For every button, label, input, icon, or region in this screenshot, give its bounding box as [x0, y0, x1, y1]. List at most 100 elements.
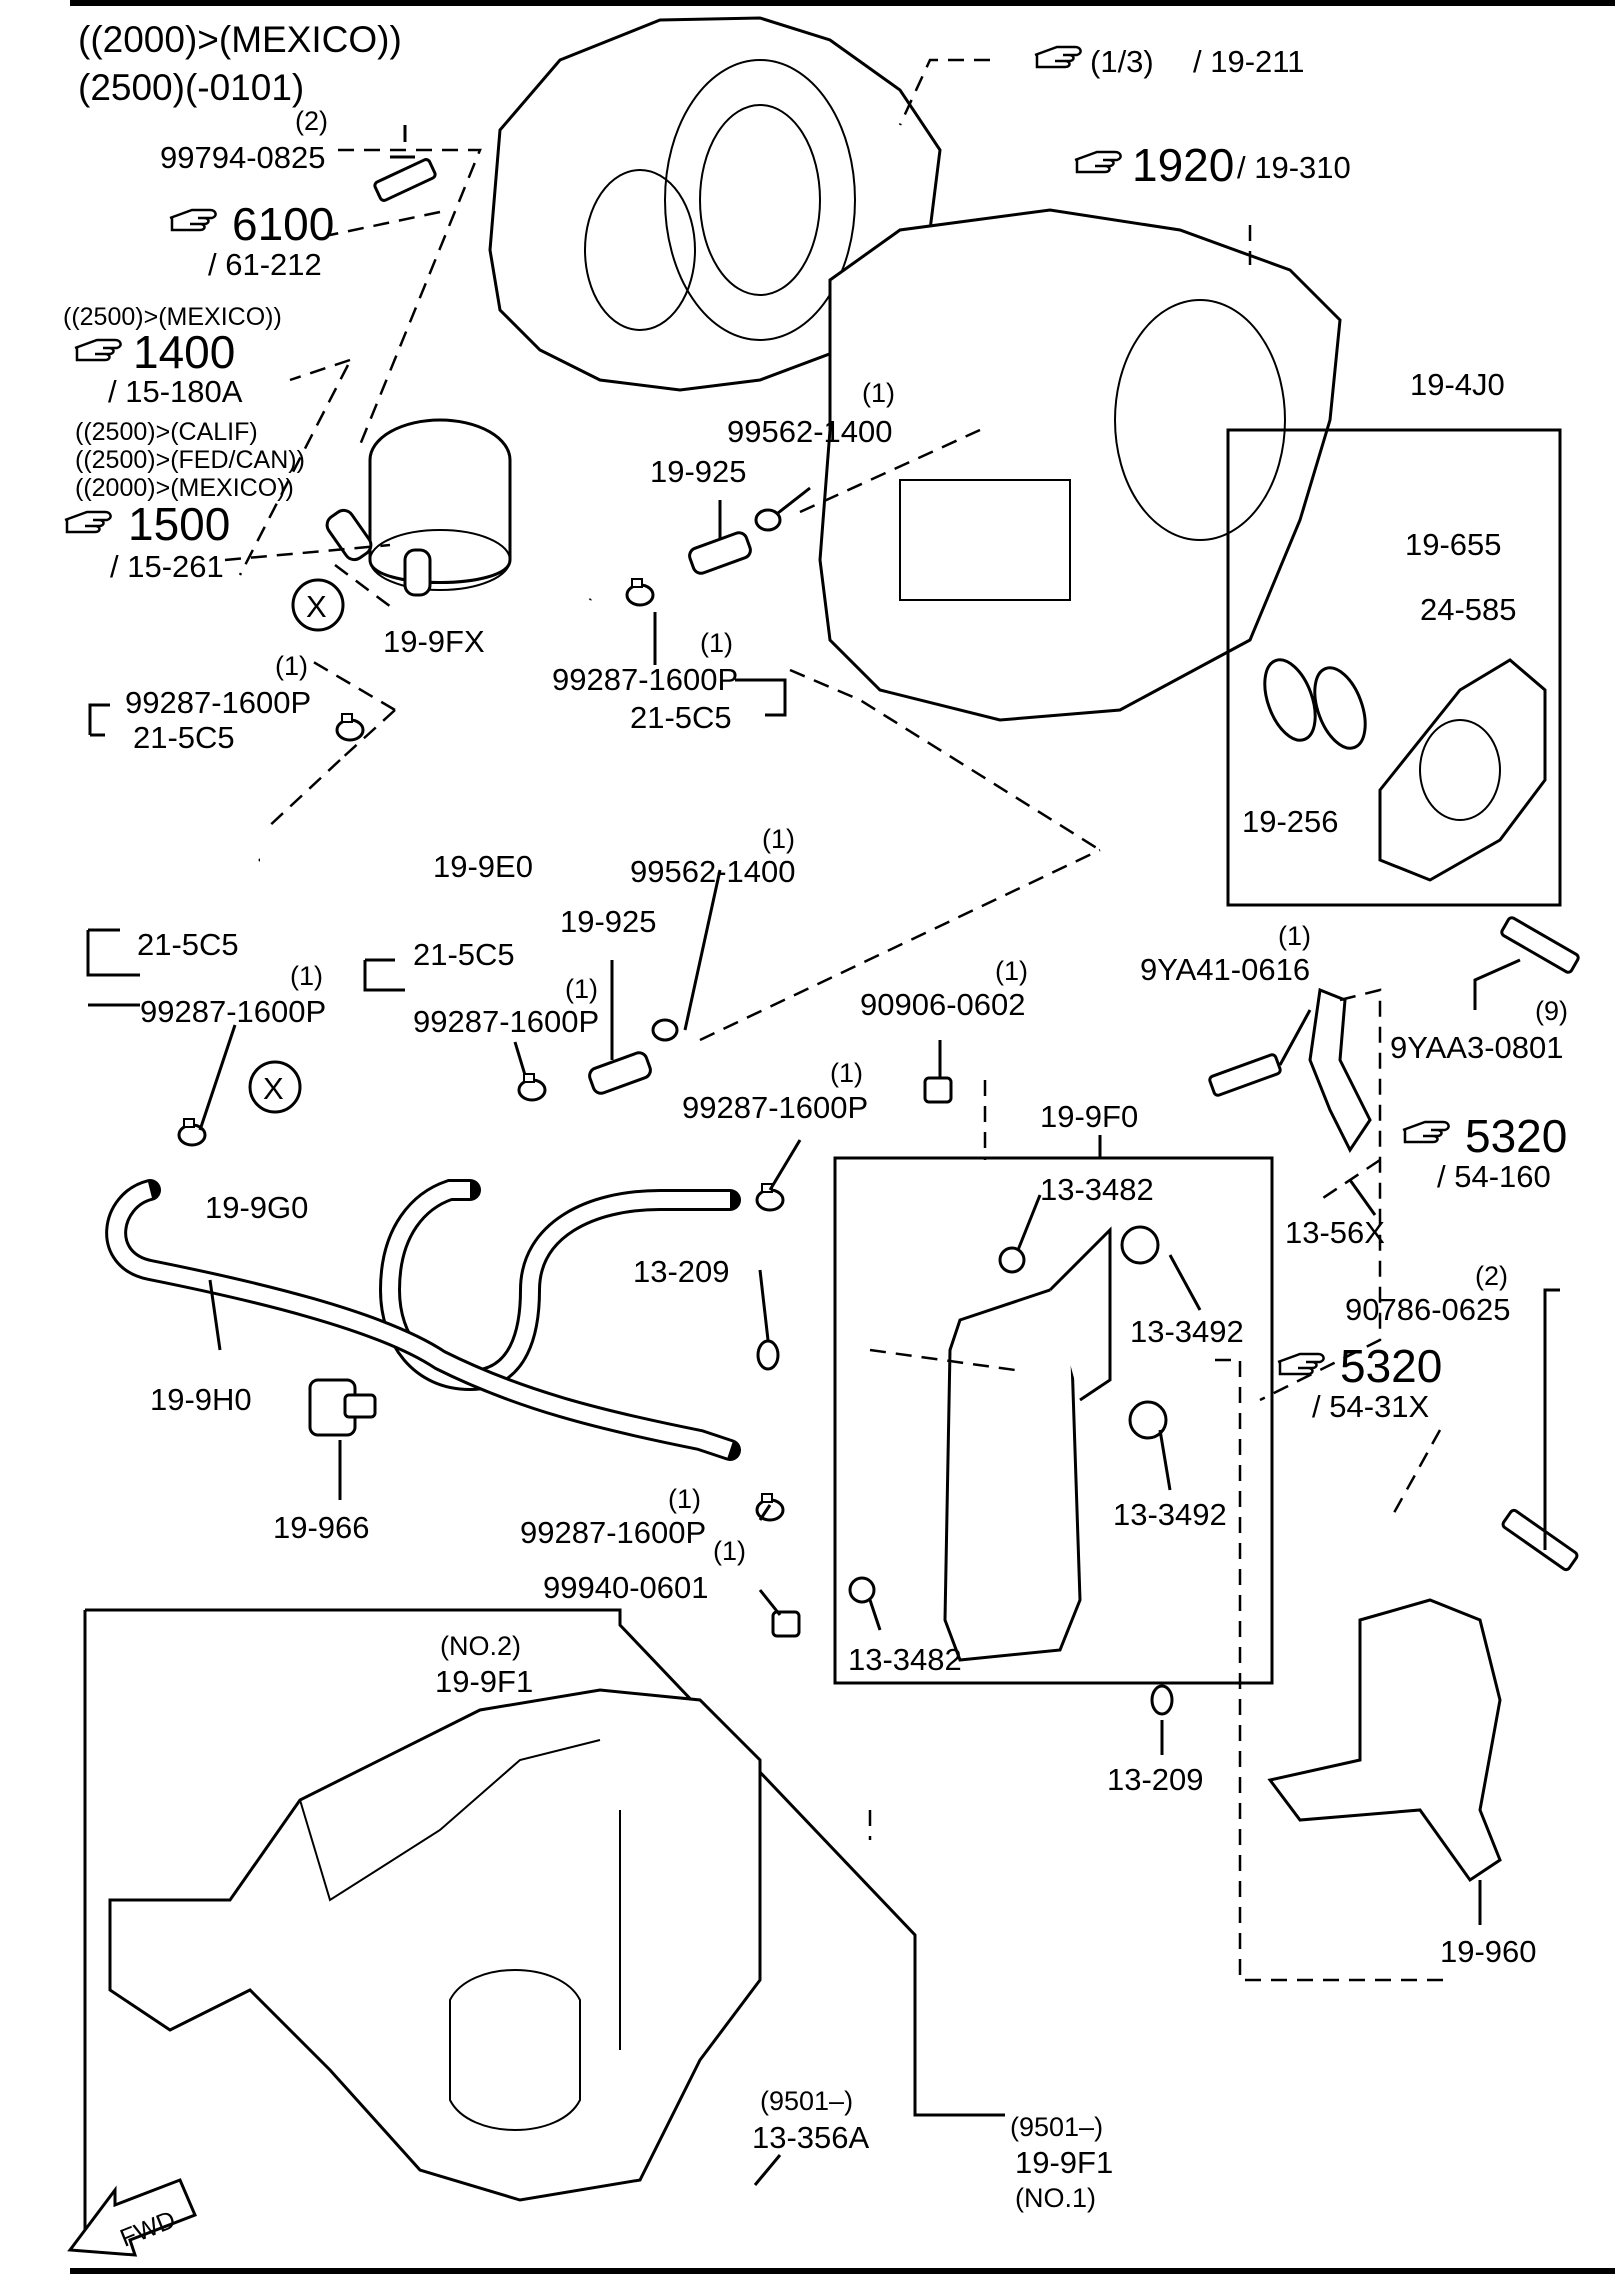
p13-356A-note: (9501–) [760, 2086, 853, 2116]
ref-1500-page: / 15-261 [110, 549, 224, 584]
p19-966: 19-966 [273, 1510, 370, 1545]
p19-9F1-no2-num: 19-9F1 [435, 1664, 533, 1699]
valve-19-966 [308, 1378, 377, 1437]
p19-9F1-no1-sub: (NO.1) [1015, 2183, 1096, 2213]
p99287-e-num: 99287-1600P [682, 1090, 868, 1125]
p99940-num: 99940-0601 [543, 1570, 709, 1605]
air-duct-19-9F1 [108, 1688, 762, 2202]
grommet-13-3482-b [848, 1576, 876, 1604]
p13-3492-a: 13-3492 [1130, 1314, 1244, 1349]
grommet-13-3482-a [998, 1246, 1026, 1274]
leader-lines [86, 58, 1560, 2186]
p13-3482-b: 13-3482 [848, 1642, 962, 1677]
ref-1500-cond-2: ((2500)>(FED/CAN)) [75, 446, 305, 474]
ring-19-256 [1263, 658, 1317, 742]
p99562-b-qty: (1) [762, 824, 795, 854]
bolt-9YA41 [1208, 1053, 1282, 1097]
ref-1500[interactable]: ((2500)>(CALIF) ((2500)>(FED/CAN)) ((200… [63, 418, 305, 584]
top-border [70, 0, 1615, 6]
ref-1920[interactable]: 1920 / 19-310 [1073, 139, 1351, 191]
transmission-case [818, 208, 1342, 722]
bolt-90786 [1501, 1508, 1579, 1572]
p21-5C5-c: 21-5C5 [137, 927, 239, 962]
header-line-2: (2500)(-0101) [78, 67, 304, 108]
ref-5320-upper[interactable]: 5320 / 54-160 [1401, 1110, 1567, 1194]
x-marker-lower: X [248, 1060, 302, 1114]
p19-9F1-no2-note: (NO.2) [440, 1631, 521, 1661]
p90906-qty: (1) [995, 956, 1028, 986]
p9YAA3-num: 9YAA3-0801 [1390, 1030, 1564, 1065]
bolt-9YAA3 [1500, 916, 1580, 974]
p19-4J0: 19-4J0 [1410, 367, 1505, 402]
p13-56X: 13-56X [1285, 1215, 1385, 1250]
p19-9F0: 19-9F0 [1040, 1099, 1138, 1134]
ref-1500-cond-3: ((2000)>(MEXICO)) [75, 474, 294, 502]
ref-1400-page: / 15-180A [108, 374, 243, 409]
ref-1-3-page: / 19-211 [1193, 44, 1304, 79]
p19-9F1-no1-note: (9501–) [1010, 2112, 1103, 2142]
p99562-b-num: 99562-1400 [630, 854, 796, 889]
cover-24-585 [1378, 658, 1547, 882]
box-19-9F1 [83, 1608, 1005, 2250]
box-19-9F0 [833, 1156, 1274, 1685]
p13-209-b: 13-209 [1107, 1762, 1204, 1797]
p13-356A-num: 13-356A [752, 2120, 870, 2155]
ring-19-655 [1313, 666, 1367, 750]
x-marker-upper-label: X [306, 589, 327, 624]
p13-3492-b: 13-3492 [1113, 1497, 1227, 1532]
ref-1400[interactable]: ((2500)>(MEXICO)) 1400 / 15-180A [63, 303, 282, 409]
p99287-c-qty: (1) [290, 961, 323, 991]
ref-1920-num: 1920 [1132, 139, 1234, 191]
nut-99940 [771, 1610, 801, 1638]
ref-6100-page: / 61-212 [208, 247, 322, 282]
clamp-left-upper [335, 712, 365, 742]
p19-925-b: 19-925 [560, 904, 657, 939]
washer-99562-lower [651, 1018, 679, 1042]
ref-1500-cond-1: ((2500)>(CALIF) [75, 418, 258, 446]
bolt-99794 [373, 158, 437, 202]
p90786-num: 90786-0625 [1345, 1292, 1511, 1327]
p99287-e-qty: (1) [830, 1058, 863, 1088]
p99287-d-num: 99287-1600P [413, 1004, 599, 1039]
p19-9F1-no1-num: 19-9F1 [1015, 2145, 1113, 2180]
p24-585: 24-585 [1420, 592, 1517, 627]
p99562-a-num: 99562-1400 [727, 414, 893, 449]
p99287-upper-ref: 21-5C5 [630, 700, 732, 735]
p13-209-a: 13-209 [633, 1254, 730, 1289]
clamp-mid [517, 1072, 547, 1102]
ref-5320-lower[interactable]: 5320 / 54-31X [1276, 1340, 1442, 1424]
ref-5320-upper-page: / 54-160 [1437, 1159, 1551, 1194]
p19-655: 19-655 [1405, 527, 1502, 562]
ref-1400-cond: ((2500)>(MEXICO)) [63, 303, 282, 331]
fwd-arrow: FWD [67, 2178, 197, 2257]
p19-9FX: 19-9FX [383, 624, 485, 659]
p9YA41-num: 9YA41-0616 [1140, 952, 1310, 987]
ref-1920-page: / 19-310 [1237, 150, 1351, 185]
p99287-left-qty: (1) [275, 651, 308, 681]
p19-9E0: 19-9E0 [433, 849, 533, 884]
ref-1-3[interactable]: (1/3) / 19-211 [1033, 44, 1304, 79]
p19-925-a: 19-925 [650, 454, 747, 489]
ref-5320-upper-num: 5320 [1465, 1110, 1567, 1162]
bottom-border [70, 2268, 1615, 2274]
p99794-qty: (2) [295, 106, 328, 136]
ref-6100[interactable]: 6100 / 61-212 [168, 198, 334, 282]
oil-cooler-19-9F0 [943, 1226, 1112, 1662]
bracket-13-56X [1308, 987, 1372, 1153]
p90786-qty: (2) [1475, 1261, 1508, 1291]
labels: (2) 99794-0825 19-9FX (1) 99562-1400 19-… [125, 106, 1568, 2213]
p99287-upper-qty: (1) [700, 628, 733, 658]
ref-6100-num: 6100 [232, 198, 334, 250]
ref-1500-num: 1500 [128, 498, 230, 550]
p99287-upper-num: 99287-1600P [552, 662, 738, 697]
p99287-f-num: 99287-1600P [520, 1515, 706, 1550]
clip-13-209-a [756, 1339, 780, 1371]
p99287-d-qty: (1) [565, 974, 598, 1004]
box-19-4J0 [1226, 428, 1562, 907]
washer-99562-upper [754, 508, 782, 532]
bracket-19-960 [1267, 1598, 1502, 1883]
clip-13-209-b [1150, 1684, 1174, 1716]
header-line-1: ((2000)>(MEXICO)) [78, 19, 402, 60]
fitting-19-925-upper [688, 531, 752, 575]
